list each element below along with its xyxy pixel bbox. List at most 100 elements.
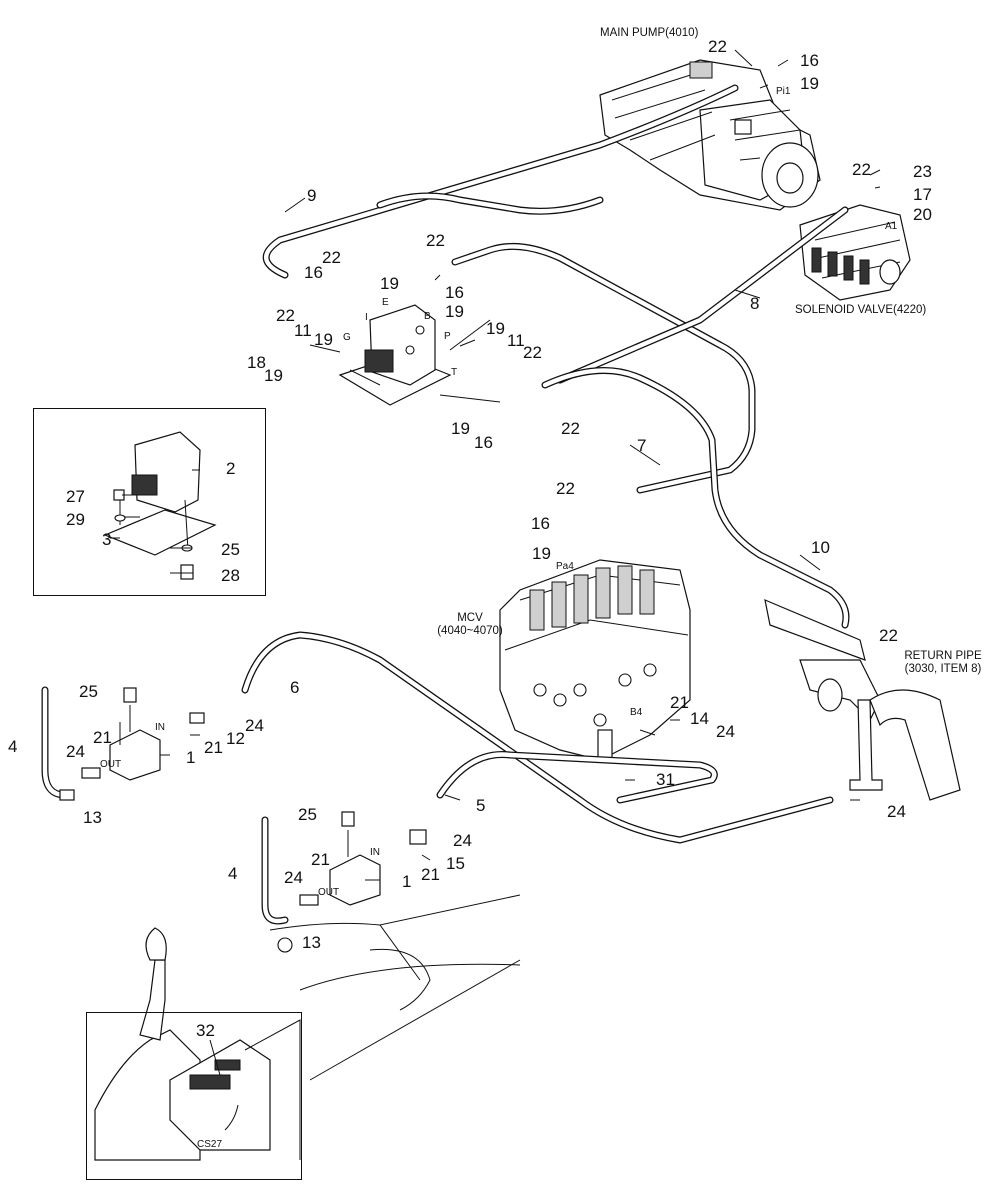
port-label-b: B xyxy=(424,311,431,322)
valve-block-assembly xyxy=(338,304,452,406)
callout-7: 7 xyxy=(637,436,647,455)
callout-24: 24 xyxy=(716,722,735,741)
callout-22: 22 xyxy=(708,37,727,56)
callout-11: 11 xyxy=(294,321,312,340)
leader-lines xyxy=(110,49,881,1076)
port-label-pi1: Pi1 xyxy=(776,86,791,97)
callout-25: 25 xyxy=(221,540,240,559)
callout-1: 1 xyxy=(402,872,412,891)
callout-16: 16 xyxy=(474,433,493,452)
callout-8: 8 xyxy=(750,294,760,313)
callout-21: 21 xyxy=(311,850,330,869)
callout-13: 13 xyxy=(302,933,321,952)
callout-24: 24 xyxy=(887,802,906,821)
port-label-i: I xyxy=(365,312,368,323)
callout-24: 24 xyxy=(66,742,85,761)
main-pump-caption: MAIN PUMP(4010) xyxy=(600,27,699,39)
callout-27: 27 xyxy=(66,487,85,506)
callout-3: 3 xyxy=(102,530,112,549)
callout-12: 12 xyxy=(226,729,245,748)
check-valve-lower xyxy=(299,811,427,906)
hoses xyxy=(41,84,850,925)
port-label-a1: A1 xyxy=(885,221,898,232)
callout-19: 19 xyxy=(451,419,470,438)
callout-5: 5 xyxy=(476,796,486,815)
callout-25: 25 xyxy=(79,682,98,701)
callout-9: 9 xyxy=(307,186,317,205)
callout-4: 4 xyxy=(8,737,18,756)
port-label-out-lower: OUT xyxy=(318,887,340,898)
mcv-caption-line2: (4040~4070) xyxy=(437,625,503,638)
callout-6: 6 xyxy=(290,678,300,697)
callout-19: 19 xyxy=(800,74,819,93)
port-label-out-upper: OUT xyxy=(100,759,122,770)
mcv-caption: MCV (4040~4070) xyxy=(430,612,510,638)
callout-22: 22 xyxy=(276,306,295,325)
callout-25: 25 xyxy=(298,805,317,824)
callout-22: 22 xyxy=(322,248,341,267)
bracket-inset-frame xyxy=(33,408,266,596)
joystick-inset-drawing xyxy=(94,927,301,1161)
callout-19: 19 xyxy=(445,302,464,321)
callout-22: 22 xyxy=(523,343,542,362)
port-label-g: G xyxy=(343,332,351,343)
check-valve-upper xyxy=(59,687,205,801)
callout-22: 22 xyxy=(879,626,898,645)
callout-10: 10 xyxy=(811,538,830,557)
port-label-in-upper: IN xyxy=(155,722,165,733)
return-pipe-caption: RETURN PIPE (3030, ITEM 8) xyxy=(893,650,993,676)
return-pipe xyxy=(764,599,961,801)
callout-32: 32 xyxy=(196,1021,215,1040)
callout-19: 19 xyxy=(264,366,283,385)
callout-21: 21 xyxy=(421,865,440,884)
callout-1: 1 xyxy=(186,748,196,767)
callout-19: 19 xyxy=(380,274,399,293)
cab-outline xyxy=(269,894,521,1081)
return-pipe-caption-line1: RETURN PIPE xyxy=(904,650,982,662)
port-label-in-lower: IN xyxy=(370,847,380,858)
port-label-pa4: Pa4 xyxy=(556,561,574,572)
callout-15: 15 xyxy=(446,854,465,873)
callout-31: 31 xyxy=(656,770,675,789)
main-control-valve xyxy=(499,559,691,761)
callout-21: 21 xyxy=(93,728,112,747)
port-label-t: T xyxy=(451,367,458,378)
callout-16: 16 xyxy=(531,514,550,533)
callout-28: 28 xyxy=(221,566,240,585)
callout-16: 16 xyxy=(800,51,819,70)
callout-22: 22 xyxy=(556,479,575,498)
callout-21: 21 xyxy=(670,693,689,712)
callout-19: 19 xyxy=(486,319,505,338)
callout-19: 19 xyxy=(314,330,333,349)
callout-23: 23 xyxy=(913,162,932,181)
callout-14: 14 xyxy=(690,709,709,728)
callout-16: 16 xyxy=(304,263,323,282)
callout-22: 22 xyxy=(426,231,445,250)
callout-24: 24 xyxy=(245,716,264,735)
callout-22: 22 xyxy=(561,419,580,438)
port-label-e: E xyxy=(382,297,389,308)
callout-11: 11 xyxy=(507,331,525,350)
callout-22: 22 xyxy=(852,160,871,179)
port-label-cs27: CS27 xyxy=(197,1139,223,1150)
solenoid-valve xyxy=(799,204,911,301)
callout-24: 24 xyxy=(284,868,303,887)
callout-24: 24 xyxy=(453,831,472,850)
callout-2: 2 xyxy=(226,459,236,478)
callout-16: 16 xyxy=(445,283,464,302)
solenoid-valve-caption: SOLENOID VALVE(4220) xyxy=(795,304,927,316)
callout-13: 13 xyxy=(83,808,102,827)
main-pump xyxy=(599,59,821,211)
callout-21: 21 xyxy=(204,738,223,757)
callout-17: 17 xyxy=(913,185,932,204)
callout-20: 20 xyxy=(913,205,932,224)
return-pipe-caption-line2: (3030, ITEM 8) xyxy=(904,663,982,676)
callout-19: 19 xyxy=(532,544,551,563)
mcv-caption-line1: MCV xyxy=(457,612,483,624)
callout-4: 4 xyxy=(228,864,238,883)
port-label-b4: B4 xyxy=(630,707,643,718)
callout-29: 29 xyxy=(66,510,85,529)
bracket-inset-drawing xyxy=(103,431,217,580)
